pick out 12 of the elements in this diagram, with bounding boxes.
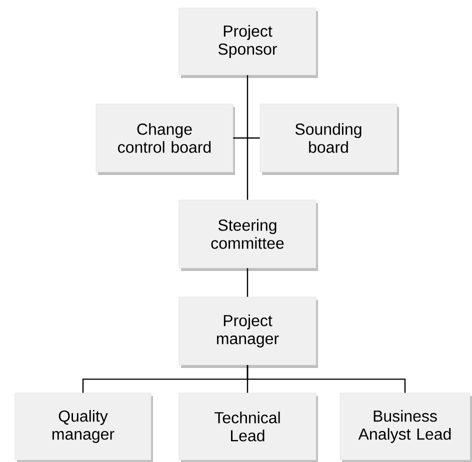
org-box: Project Sponsor [178, 8, 318, 78]
org-box: Project manager [178, 296, 318, 368]
connector-line [246, 365, 406, 393]
connector-line [246, 268, 248, 297]
org-box: Business Analyst Lead [340, 392, 472, 462]
org-box: Quality manager [14, 392, 153, 462]
org-box: Change control board [96, 104, 235, 175]
org-box: Technical Lead [178, 392, 318, 462]
connector-line [246, 75, 248, 200]
connector-line [233, 137, 260, 139]
org-box: Steering committee [178, 200, 318, 271]
org-box: Sounding board [260, 104, 399, 175]
